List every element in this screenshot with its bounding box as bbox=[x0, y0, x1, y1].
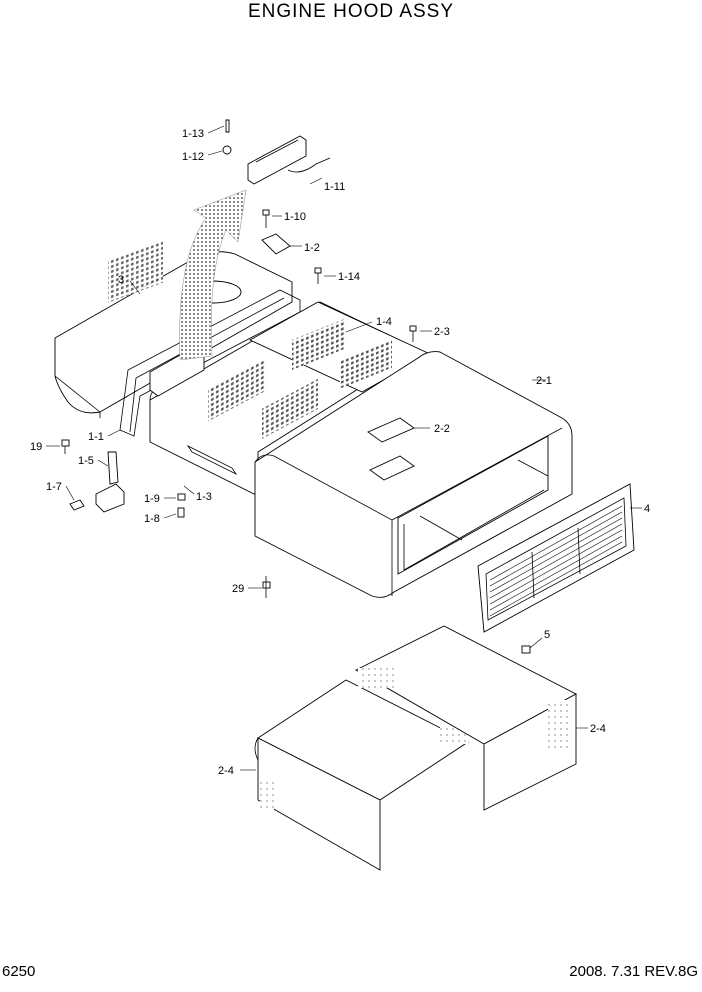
callout-label: 1-8 bbox=[144, 513, 160, 525]
front-hood-box bbox=[254, 351, 573, 598]
callout-label: 1-10 bbox=[284, 211, 306, 223]
drawing-title: ENGINE HOOD ASSY bbox=[247, 1, 455, 22]
latch bbox=[69, 451, 125, 513]
bolts bbox=[61, 209, 531, 654]
callout-label: 2-4 bbox=[218, 765, 234, 777]
callout-label: 2-2 bbox=[434, 423, 450, 435]
leader-lines bbox=[46, 125, 642, 771]
bolt-1-10 bbox=[262, 209, 270, 228]
floor-plate-left bbox=[254, 679, 469, 871]
seal-frame bbox=[119, 289, 301, 437]
page-number: 6250 bbox=[2, 963, 36, 980]
bracket bbox=[261, 233, 291, 255]
callout-label: 1-14 bbox=[338, 271, 360, 283]
callout-label: 1-4 bbox=[376, 316, 392, 328]
callout-label: 1-5 bbox=[78, 455, 94, 467]
callout-label: 4 bbox=[644, 503, 650, 515]
bolt-1-14 bbox=[314, 267, 322, 284]
callout-label: 1-12 bbox=[182, 151, 204, 163]
callout-label: 29 bbox=[232, 583, 244, 595]
callout-label: 1-1 bbox=[88, 431, 104, 443]
callout-label: 19 bbox=[30, 441, 42, 453]
callout-label: 2-3 bbox=[434, 326, 450, 338]
callout-label: 2-1 bbox=[536, 375, 552, 387]
callout-label: 3 bbox=[118, 274, 124, 286]
callout-label: 1-3 bbox=[196, 491, 212, 503]
top-hood-panel bbox=[249, 301, 431, 393]
bolt-1-8 bbox=[177, 507, 185, 518]
floor-plate-right bbox=[355, 625, 577, 811]
nut-1-9 bbox=[177, 493, 186, 501]
bolt-2-3 bbox=[409, 325, 417, 342]
bolt-5 bbox=[521, 645, 531, 654]
callout-label: 1-11 bbox=[324, 181, 345, 193]
bolt-29 bbox=[262, 576, 271, 598]
handle-detail bbox=[222, 119, 331, 185]
callout-label: 1-7 bbox=[46, 481, 62, 493]
callout-label: 1-13 bbox=[182, 128, 204, 140]
callout-label: 2-4 bbox=[590, 723, 606, 735]
callout-label: 1-2 bbox=[304, 242, 320, 254]
grille bbox=[477, 483, 635, 633]
revision-date: 2008. 7.31 REV.8G bbox=[569, 963, 698, 980]
callout-label: 5 bbox=[544, 629, 550, 641]
callout-label: 1-9 bbox=[144, 493, 160, 505]
bolt-19 bbox=[61, 439, 70, 454]
detail-arrow bbox=[179, 189, 247, 361]
callout-labels: 1-13 1-12 1-11 1-10 1-2 3 1-14 1-4 2-3 2… bbox=[30, 128, 650, 777]
